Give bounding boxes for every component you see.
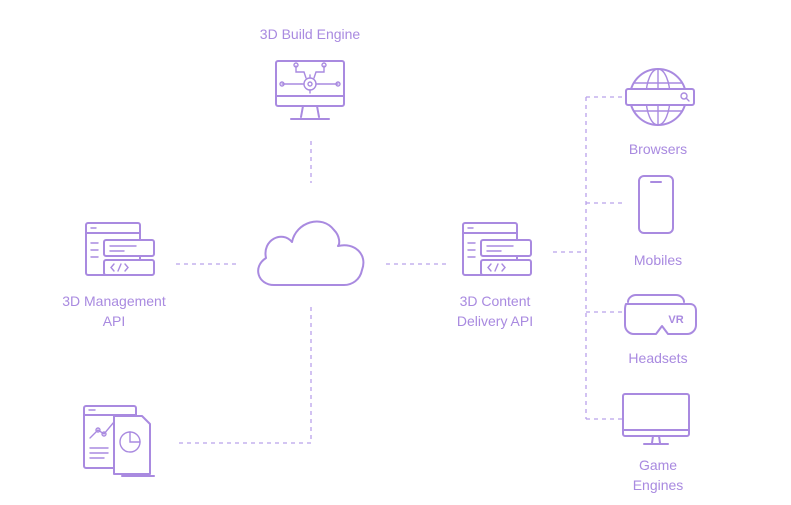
desktop-monitor-icon xyxy=(622,393,690,445)
game-engines-label-line2: Engines xyxy=(632,477,684,493)
vr-headset-icon: VR xyxy=(624,294,697,335)
management-api-label: 3D Management API xyxy=(34,291,194,331)
api-code-window-icon xyxy=(85,222,155,276)
delivery-api-label-line1: 3D Content xyxy=(459,293,531,309)
smartphone-icon xyxy=(638,175,674,234)
browsers-label: Browsers xyxy=(628,141,688,157)
monitor-gear-icon xyxy=(275,60,345,120)
delivery-api-label: 3D Content Delivery API xyxy=(420,291,570,331)
build-engine-label: 3D Build Engine xyxy=(259,26,361,42)
management-api-label-line2: API xyxy=(102,313,126,329)
api-code-window-icon xyxy=(462,222,532,276)
mobiles-label: Mobiles xyxy=(633,252,683,268)
delivery-api-label-line2: Delivery API xyxy=(456,313,534,329)
headsets-label: Headsets xyxy=(628,350,688,366)
vr-badge: VR xyxy=(668,314,683,326)
globe-search-icon xyxy=(625,68,695,126)
game-engines-label: Game Engines xyxy=(608,455,708,495)
management-api-label-line1: 3D Management xyxy=(62,293,166,309)
connector-cloud-analytics xyxy=(176,307,312,444)
game-engines-label-line1: Game xyxy=(638,457,678,473)
analytics-report-icon xyxy=(83,405,155,477)
connectors xyxy=(176,96,622,444)
cloud-icon xyxy=(257,220,365,286)
